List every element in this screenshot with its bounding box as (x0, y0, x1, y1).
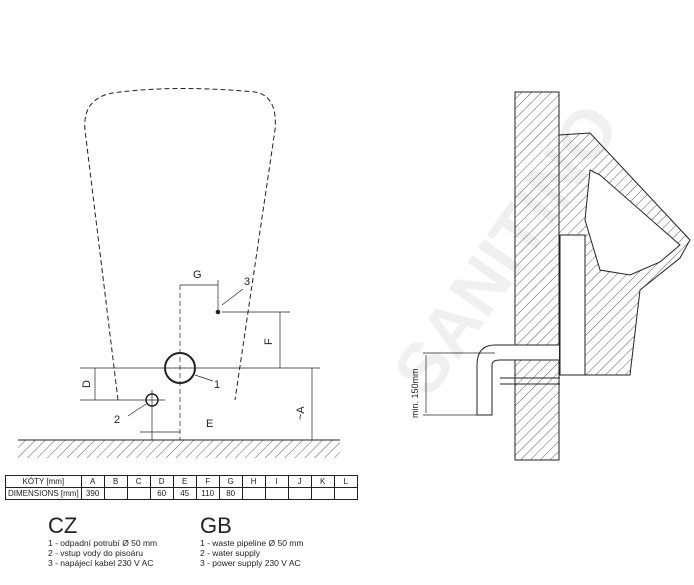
value-c (126, 487, 151, 500)
floor-hatch (18, 440, 340, 458)
col-g: G (218, 475, 243, 488)
legend-item: 2 - water supply (200, 548, 260, 558)
legend-item: 1 - odpadní potrubí Ø 50 mm (48, 538, 158, 548)
header-label: KÓTY [mm] (5, 475, 82, 488)
label-f: F (263, 338, 275, 345)
waste-pipe (476, 344, 559, 416)
col-j: J (287, 475, 312, 488)
col-l: L (333, 475, 358, 488)
flush-unit (559, 234, 586, 376)
col-b: B (103, 475, 128, 488)
label-a: ~A (295, 406, 307, 420)
col-f: F (195, 475, 220, 488)
row-label: DIMENSIONS [mm] (5, 487, 82, 500)
col-e: E (172, 475, 197, 488)
label-g: G (193, 269, 202, 281)
urinal-bowl (584, 169, 681, 276)
value-i (264, 487, 289, 500)
front-view (18, 88, 340, 458)
label-d: D (81, 380, 93, 388)
min-height-label: min. 150mm (410, 368, 420, 418)
value-h (241, 487, 266, 500)
legend-cz: CZ 1 - odpadní potrubí Ø 50 mm 2 - vstup… (48, 513, 158, 569)
label-1: 1 (214, 379, 220, 391)
value-j (287, 487, 312, 500)
col-a: A (80, 475, 105, 488)
col-c: C (126, 475, 151, 488)
col-k: K (310, 475, 335, 488)
label-2: 2 (114, 414, 120, 426)
label-3: 3 (244, 276, 250, 288)
value-k (310, 487, 335, 500)
legend-item: 3 - napájecí kabel 230 V AC (48, 558, 154, 568)
value-a: 390 (80, 487, 105, 500)
side-view (423, 91, 691, 461)
legend-gb: GB 1 - waste pipeline Ø 50 mm 2 - water … (200, 513, 304, 569)
legend-item: 3 - power supply 230 V AC (200, 558, 301, 568)
value-e: 45 (172, 487, 197, 500)
col-d: D (149, 475, 174, 488)
legend-gb-title: GB (200, 513, 232, 538)
value-f: 110 (195, 487, 220, 500)
value-l (333, 487, 358, 500)
legend-cz-title: CZ (48, 513, 78, 538)
dimensions-table: KÓTY [mm] A B C D E F G H I J K L DIMENS… (5, 475, 358, 500)
value-d: 60 (149, 487, 174, 500)
legend-item: 2 - vstup vody do pisoáru (48, 548, 143, 558)
col-h: H (241, 475, 266, 488)
wall (514, 91, 560, 461)
col-i: I (264, 475, 289, 488)
table-header-row: KÓTY [mm] A B C D E F G H I J K L (5, 475, 358, 488)
value-g: 80 (218, 487, 243, 500)
legend-item: 1 - waste pipeline Ø 50 mm (200, 538, 304, 548)
urinal-outline (84, 88, 276, 401)
label-e: E (206, 418, 213, 430)
table-row: DIMENSIONS [mm] 390 60 45 110 80 (5, 487, 358, 500)
value-b (103, 487, 128, 500)
